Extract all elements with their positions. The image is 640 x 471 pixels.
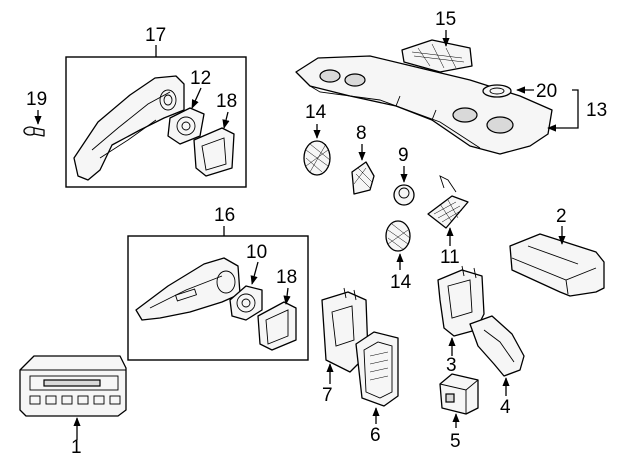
callout-6: 6 (370, 425, 381, 446)
speaker-pod-16 (135, 257, 241, 321)
callout-16: 16 (214, 205, 235, 226)
callout-17: 17 (145, 25, 166, 46)
callout-2: 2 (556, 206, 567, 227)
overhead-console-13 (295, 55, 553, 155)
callout-19: 19 (26, 89, 47, 110)
switch-5 (439, 373, 479, 415)
assembly-16-frame (127, 235, 309, 361)
bracket-4 (469, 315, 525, 377)
bolt-19 (23, 126, 45, 137)
callout-15: 15 (435, 9, 456, 30)
grille-8 (351, 161, 375, 195)
grille-11 (427, 175, 469, 229)
callout-3: 3 (446, 355, 457, 376)
callout-20: 20 (536, 81, 557, 102)
grille-18-top (193, 127, 235, 177)
callout-14-upper: 14 (305, 102, 327, 123)
dome-light-20 (482, 84, 512, 98)
callout-11: 11 (440, 247, 460, 268)
callout-10: 10 (246, 242, 267, 263)
callout-12: 12 (190, 68, 211, 89)
callout-5: 5 (450, 431, 461, 452)
callout-14-lower: 14 (390, 272, 412, 293)
callout-4: 4 (500, 397, 511, 418)
radio-1 (19, 355, 127, 417)
callout-18-top: 18 (216, 91, 237, 112)
tweeter-12 (167, 107, 205, 145)
tweeter-10 (229, 285, 263, 321)
callout-9: 9 (398, 145, 409, 166)
callout-18-bottom: 18 (276, 267, 297, 288)
grille-14-lower (385, 220, 411, 252)
callout-7: 7 (322, 385, 333, 406)
armrest-6 (355, 331, 399, 407)
bezel-9 (393, 184, 415, 206)
callout-8: 8 (356, 123, 367, 144)
grille-18-bottom (257, 301, 297, 351)
grille-14-upper (303, 140, 331, 176)
speaker-pod-17 (73, 75, 185, 181)
grille-15 (401, 39, 473, 73)
console-lid-2 (509, 233, 605, 297)
callout-1: 1 (71, 437, 82, 458)
callout-13: 13 (586, 100, 607, 121)
